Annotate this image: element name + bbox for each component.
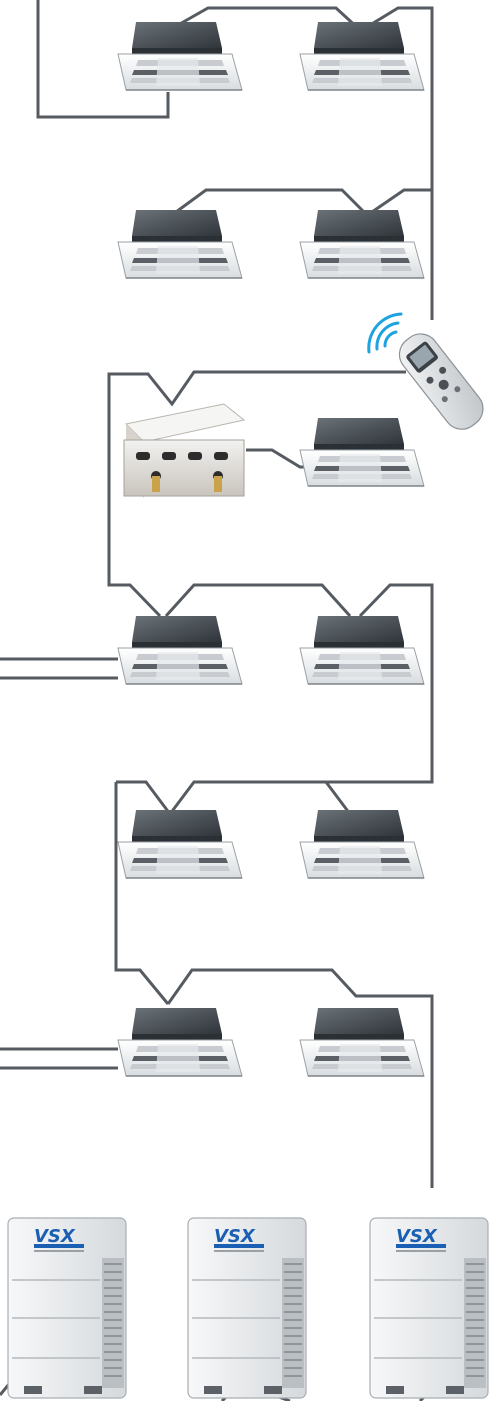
cassette-unit: [299, 21, 425, 91]
cassette-unit: [299, 417, 425, 487]
outdoor-unit-brand: VSX: [34, 1226, 76, 1247]
outdoor-unit-brand: VSX: [214, 1226, 256, 1247]
cassette-unit: [117, 209, 243, 279]
cassette-unit: [117, 1007, 243, 1077]
outdoor-unit: VSX: [187, 1217, 307, 1399]
cassette-unit: [117, 21, 243, 91]
cassette-unit: [299, 809, 425, 879]
cassette-unit: [299, 615, 425, 685]
outdoor-unit-brand: VSX: [396, 1226, 438, 1247]
control-wiring: [0, 0, 440, 1401]
cassette-unit: [299, 1007, 425, 1077]
outdoor-unit: VSX: [7, 1217, 127, 1399]
cassette-unit: [117, 615, 243, 685]
remote-control-icon: [398, 333, 484, 430]
outdoor-unit: VSX: [369, 1217, 489, 1399]
branch-box-icon: [123, 403, 246, 498]
cassette-unit: [299, 209, 425, 279]
wifi-signal-icon: [367, 312, 403, 354]
indoor-units: [117, 21, 425, 1077]
cassette-unit: [117, 809, 243, 879]
